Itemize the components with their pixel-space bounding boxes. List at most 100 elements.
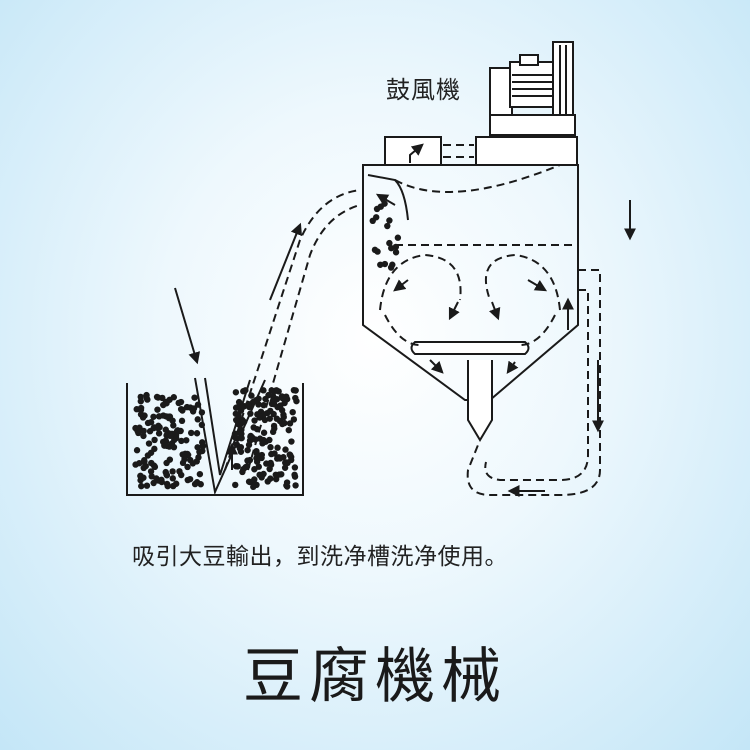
soybean [198,421,206,429]
soybean [138,482,145,490]
soybean [264,478,271,485]
soybean [386,239,393,247]
airflow-arrows [174,193,636,497]
soybean [162,399,170,407]
soybean [187,429,195,437]
soybean [198,439,206,446]
soybean [274,444,281,451]
soybean [287,456,295,464]
soybean [134,427,141,434]
soybean [179,407,186,414]
soybean [169,468,176,475]
soybean [240,388,247,395]
soybean [196,470,204,478]
soybean [155,422,162,430]
soybean [266,436,273,444]
soybean [261,416,269,424]
soybean [253,425,261,433]
soybean [273,415,280,422]
soybean [158,476,165,484]
soybean [281,464,289,471]
soybean [153,475,160,482]
soybean [137,404,145,412]
soybean [239,416,246,424]
soybean [240,466,247,473]
soybean [266,465,273,473]
soybean [175,399,182,407]
soybean [288,438,295,445]
soybean [261,438,268,446]
soybean [377,203,384,210]
soybean [181,450,189,458]
soybean [374,248,381,255]
soybean [285,426,292,434]
soybean [247,410,254,417]
soybean [264,409,271,417]
soybean [384,222,391,230]
soybean [237,448,245,455]
soybean [289,408,296,416]
soybean [189,460,197,467]
soybean [170,422,177,429]
soybean [388,244,395,252]
soybean [174,427,181,434]
blower-label: 鼓風機 [386,76,461,104]
soybean [248,392,255,399]
soybean [140,474,147,481]
soybean [251,476,258,483]
page-title: 豆腐機械 [243,642,507,712]
soybean [271,425,278,432]
soybean [191,394,198,401]
soybean [199,447,206,455]
soybean [193,479,201,486]
soybean [283,479,291,486]
soybean [155,413,163,420]
soybean [260,387,267,394]
soybean [286,420,294,427]
soybean [141,457,148,464]
soybean [267,444,274,451]
blower-icon [489,41,576,136]
soybean [292,482,299,489]
soybean [155,430,163,437]
soybean [277,402,284,409]
soybean [178,417,186,425]
soybean [194,401,202,408]
soybean [159,438,167,446]
soybean [282,446,289,453]
soybean [178,437,185,445]
soybean [290,416,298,423]
soybean [184,463,191,471]
soybean [169,475,176,482]
soybean [166,456,174,463]
soybean [140,427,147,435]
soybean [258,454,265,462]
soybean [245,400,252,408]
soybean [250,483,257,491]
soybean [184,476,191,484]
soybean [268,387,275,394]
soybean [172,434,180,442]
soybean [260,401,267,409]
soybean [283,393,290,400]
soybean [262,395,269,403]
soybean [198,409,206,416]
soybean [150,413,157,420]
soybean [246,456,254,464]
soybean [137,411,145,418]
soybean [260,429,268,436]
soybean [145,440,153,447]
soybeans [132,200,402,491]
soybean [163,471,170,478]
soybean [258,474,265,481]
soybean [140,432,147,440]
filter-box [384,136,442,166]
soybean [162,426,169,433]
soybean [166,432,174,440]
soybean [280,413,287,421]
soybean [237,430,244,437]
soybean [279,420,286,428]
soybean [292,387,299,394]
soybean [154,406,161,413]
